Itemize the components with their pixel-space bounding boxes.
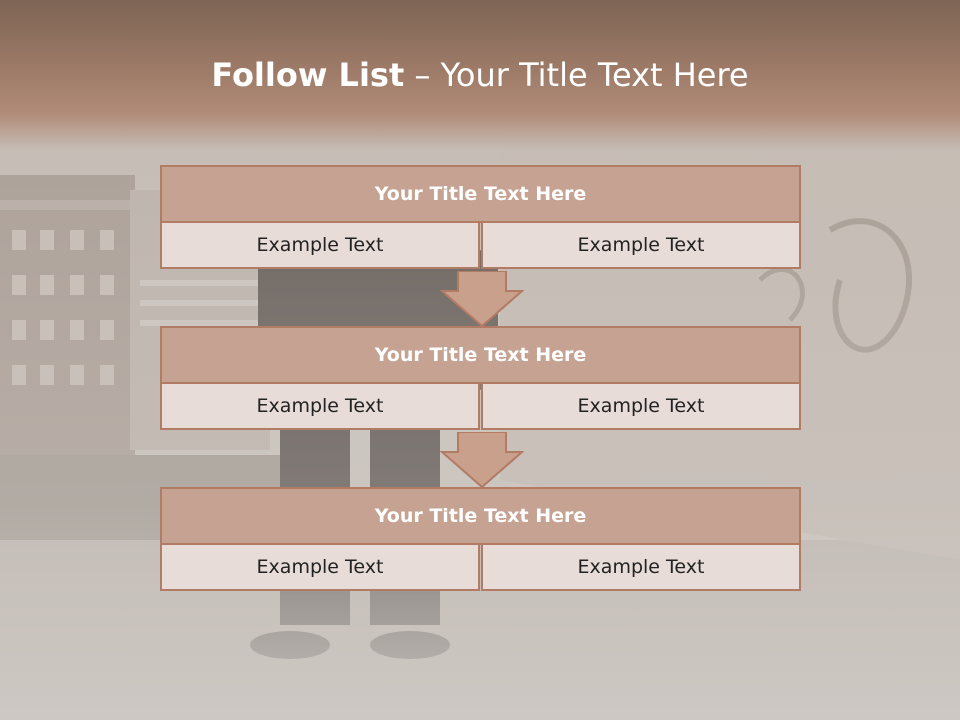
slide-title: Follow List – Your Title Text Here [0, 56, 960, 94]
block-cell-left: Example Text [160, 543, 480, 591]
block-row: Example Text Example Text [160, 543, 801, 591]
block-cell-left: Example Text [160, 221, 480, 269]
block-row: Example Text Example Text [160, 221, 801, 269]
block-title: Your Title Text Here [160, 165, 801, 223]
down-arrow-icon [440, 432, 524, 488]
down-arrow-icon [440, 271, 524, 327]
follow-list: Your Title Text Here Example Text Exampl… [160, 165, 801, 595]
block-cell-right: Example Text [481, 382, 801, 430]
block-cell-right: Example Text [481, 221, 801, 269]
block-cell-right: Example Text [481, 543, 801, 591]
block-cell-left: Example Text [160, 382, 480, 430]
title-bar [0, 0, 960, 150]
block-row: Example Text Example Text [160, 382, 801, 430]
block-title: Your Title Text Here [160, 326, 801, 384]
slide-title-rest: – Your Title Text Here [404, 56, 749, 94]
block-title: Your Title Text Here [160, 487, 801, 545]
slide-title-bold: Follow List [211, 56, 405, 94]
